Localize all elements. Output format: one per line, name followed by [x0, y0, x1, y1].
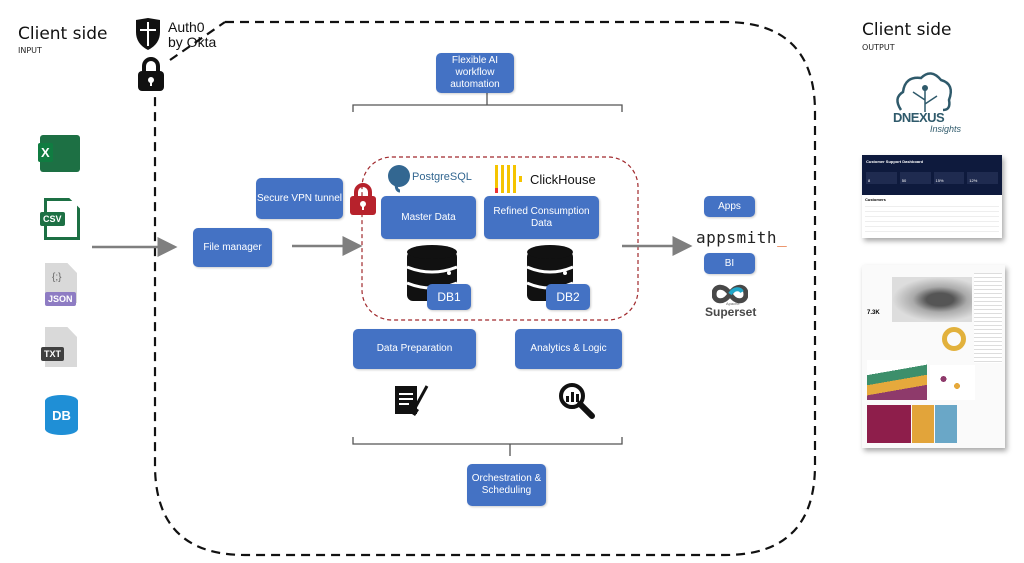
secure-lock-icon	[350, 183, 376, 215]
input-subtitle: INPUT	[18, 46, 42, 55]
lock-icon	[138, 57, 164, 91]
top-bracket	[352, 93, 623, 112]
superset-sup: Apache	[726, 301, 740, 306]
clickhouse-logo: ClickHouse	[530, 172, 596, 187]
db2-label: DB2	[546, 284, 590, 310]
json-label: JSON	[45, 292, 76, 306]
json-glyph: {;}	[52, 272, 62, 283]
db1-label: DB1	[427, 284, 471, 310]
bi-dashboard-thumbnail: 7.3K	[862, 265, 1005, 448]
auth0-brand-sub: by Okta	[168, 34, 217, 50]
appsmith-logo: appsmith_	[696, 228, 788, 247]
platform-boundary	[153, 20, 817, 557]
database-icon: DB	[45, 395, 78, 435]
refined-data-box: Refined Consumption Data	[484, 196, 599, 239]
file-manager-box: File manager	[193, 228, 272, 267]
orchestration-box: Orchestration & Scheduling	[467, 464, 546, 506]
postgresql-logo: PostgreSQL	[412, 171, 472, 183]
document-brush-icon	[395, 385, 429, 416]
analytics-magnifier-icon	[559, 383, 595, 419]
auth0-shield-icon	[136, 18, 160, 50]
apps-box: Apps	[704, 196, 755, 217]
clickhouse-icon	[495, 165, 522, 193]
vpn-tunnel-box: Secure VPN tunnel	[256, 178, 343, 219]
txt-label: TXT	[41, 347, 64, 361]
superset-infinity-icon	[712, 284, 748, 304]
auth0-brand: Auth0	[168, 19, 205, 35]
output-title: Client side	[862, 20, 952, 40]
master-data-box: Master Data	[381, 196, 476, 239]
input-title: Client side	[18, 24, 108, 44]
excel-icon: X	[38, 135, 80, 172]
output-subtitle: OUTPUT	[862, 43, 895, 52]
dnexus-logo-sub: Insights	[930, 124, 962, 134]
postgresql-elephant-icon	[388, 165, 410, 193]
bottom-bracket	[352, 437, 623, 456]
support-dashboard-thumbnail: Customer Support Dashboard 8 50 15% 12% …	[862, 155, 1002, 238]
dnexus-cloud-icon	[896, 72, 952, 112]
csv-label: CSV	[40, 212, 65, 226]
dnexus-logo: DNEXUS	[893, 110, 945, 125]
data-preparation-box: Data Preparation	[353, 329, 476, 369]
superset-logo: Superset	[705, 305, 757, 319]
ai-automation-box: Flexible AI workflow automation	[436, 53, 514, 93]
bi-box: BI	[704, 253, 755, 274]
secure-zone-boundary	[361, 156, 639, 321]
analytics-logic-box: Analytics & Logic	[515, 329, 622, 369]
